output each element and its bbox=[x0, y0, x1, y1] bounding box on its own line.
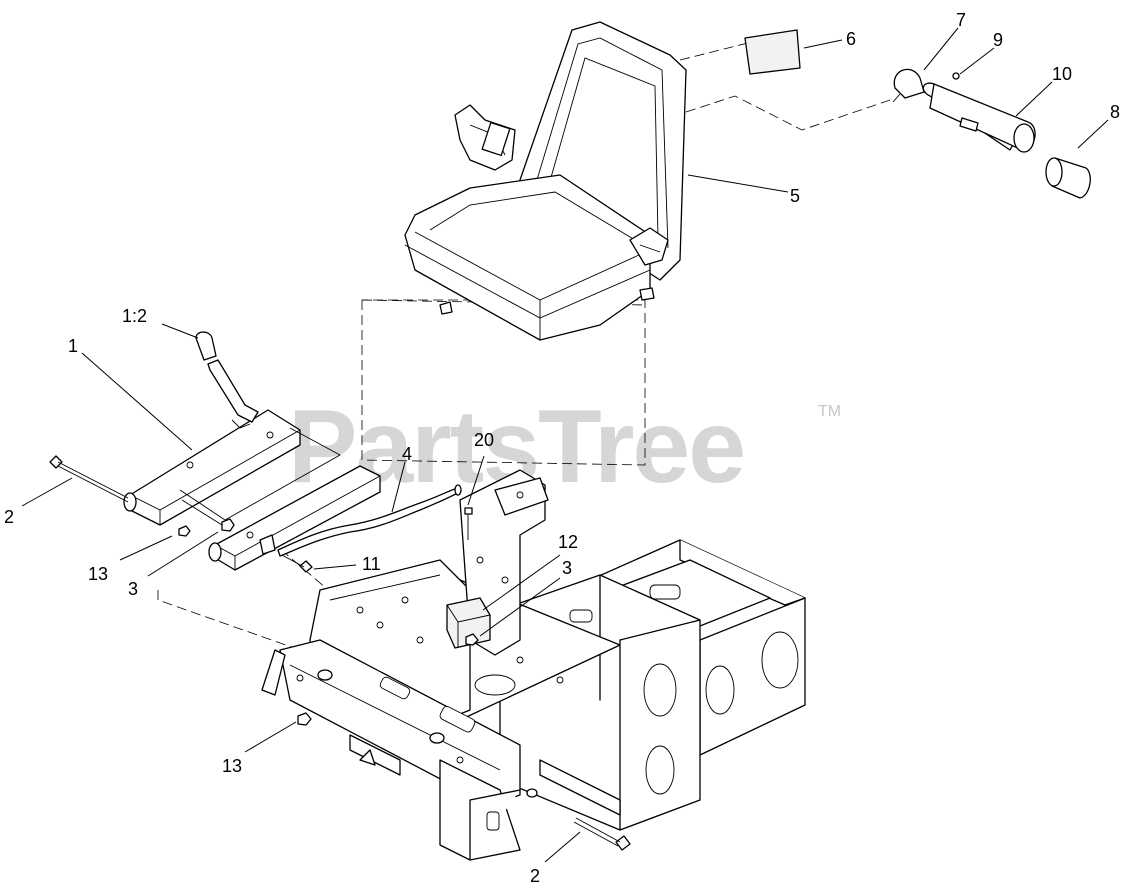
callout-2: 2 bbox=[530, 866, 540, 886]
hardware bbox=[49, 455, 631, 851]
leader-lines bbox=[21, 27, 1109, 863]
callout-5: 5 bbox=[790, 186, 800, 206]
callout-6: 6 bbox=[846, 29, 856, 49]
callout-2: 2 bbox=[4, 507, 14, 527]
callout-13: 13 bbox=[88, 564, 108, 584]
seat-adjust-handle bbox=[195, 331, 259, 429]
frame-chassis bbox=[261, 469, 806, 861]
assembly-guides bbox=[157, 39, 891, 651]
callout-11: 11 bbox=[362, 554, 381, 574]
callout-3: 3 bbox=[128, 579, 138, 599]
callout-13: 13 bbox=[222, 756, 242, 776]
callout-9: 9 bbox=[993, 30, 1003, 50]
callout-1-2: 1:2 bbox=[122, 306, 147, 326]
callout-1: 1 bbox=[68, 336, 78, 356]
callout-12: 12 bbox=[558, 532, 578, 552]
callouts: 1 1:2 2 2 3 3 4 5 6 7 8 9 10 11 12 13 13… bbox=[4, 10, 1120, 886]
callout-8: 8 bbox=[1110, 102, 1120, 122]
callout-4: 4 bbox=[402, 444, 412, 464]
watermark-trademark: TM bbox=[818, 403, 841, 420]
seat bbox=[404, 21, 687, 341]
seat-cable bbox=[277, 484, 462, 557]
callout-20: 20 bbox=[474, 430, 494, 450]
seat-mount-plate bbox=[123, 409, 381, 571]
callout-10: 10 bbox=[1052, 64, 1072, 84]
callout-3: 3 bbox=[562, 558, 572, 578]
decal bbox=[744, 29, 801, 75]
manual-tube-assembly bbox=[892, 68, 1091, 199]
callout-7: 7 bbox=[956, 10, 966, 30]
